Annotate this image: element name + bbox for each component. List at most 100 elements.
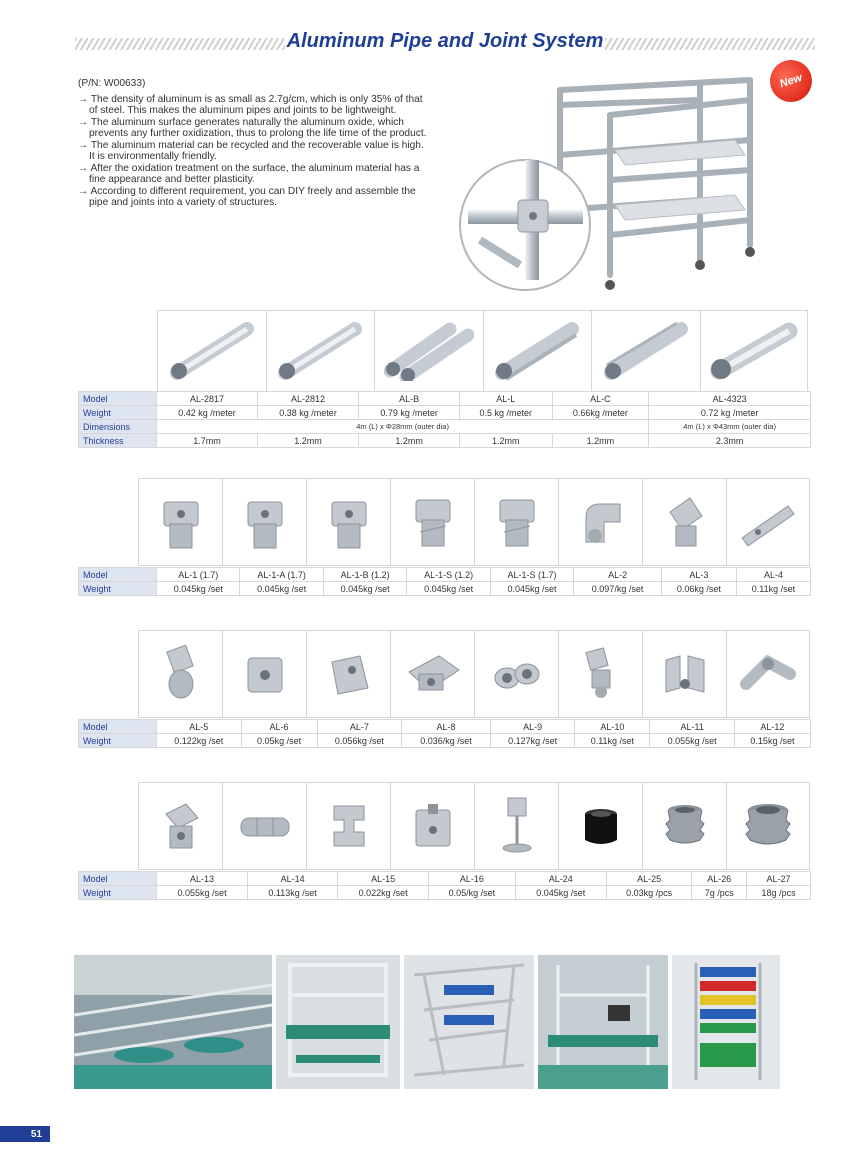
joint-weight: 0.122kg /set (156, 733, 242, 748)
joint-image (306, 630, 390, 718)
pipe-weight: 0.72 kg /meter (648, 405, 811, 420)
table-row: Model AL-2817 AL-2812 AL-B AL-L AL-C AL-… (78, 391, 811, 406)
table-row: Weight 0.122kg /set 0.05kg /set 0.056kg … (78, 733, 812, 748)
joint-model: AL-14 (247, 871, 339, 886)
pipe-image (265, 310, 374, 392)
pipe-thickness: 1.2mm (551, 433, 650, 448)
joint-images-row-3 (138, 782, 810, 870)
joint-model: AL-12 (733, 719, 812, 734)
parts-bin-rack-photo (672, 955, 780, 1089)
joint-table-row-2: Model AL-5 AL-6 AL-7 AL-8 AL-9 AL-10 AL-… (78, 719, 812, 748)
intro-bullet: → The density of aluminum is as small as… (78, 93, 423, 117)
joint-image (558, 630, 642, 718)
row-label: Weight (78, 733, 157, 748)
row-label: Model (78, 871, 157, 886)
pipe-image (157, 310, 266, 392)
pipe-weight: 0.42 kg /meter (155, 405, 259, 420)
joint-images-row-2 (138, 630, 810, 718)
table-row: Weight 0.045kg /set 0.045kg /set 0.045kg… (78, 581, 812, 596)
joint-weight: 0.113kg /set (247, 885, 339, 900)
joint-image (138, 782, 222, 870)
joint-image (642, 630, 726, 718)
joint-weight: 0.045kg /set (155, 581, 241, 596)
joint-image (474, 782, 558, 870)
table-row: Dimensions 4m (L) x Φ28mm (outer dia) 4m… (78, 419, 811, 434)
joint-image (390, 630, 474, 718)
row-label: Model (78, 567, 157, 582)
joint-weight: 0.055kg /set (649, 733, 735, 748)
joint-model: AL-11 (649, 719, 735, 734)
joint-model: AL-24 (514, 871, 607, 886)
workstation-photo (538, 955, 668, 1089)
joint-image (138, 478, 222, 566)
pipe-model: AL-C (551, 391, 650, 406)
intro-bullet: → The aluminum surface generates natural… (78, 116, 427, 140)
joint-images-row-1 (138, 478, 810, 566)
pipe-image (591, 310, 700, 392)
joint-model: AL-9 (489, 719, 576, 734)
intro-bullet: → According to different requirement, yo… (78, 185, 416, 209)
joint-image (306, 478, 390, 566)
pipe-image (699, 310, 808, 392)
row-label: Thickness (78, 433, 157, 448)
joint-weight: 0.045kg /set (322, 581, 408, 596)
row-label: Weight (78, 405, 157, 420)
joint-model: AL-6 (240, 719, 318, 734)
pipe-model: AL-4323 (648, 391, 811, 406)
joint-model: AL-5 (156, 719, 242, 734)
joint-model: AL-1 (1.7) (155, 567, 241, 582)
page-number: 51 (0, 1126, 50, 1142)
joint-weight: 0.045kg /set (489, 581, 575, 596)
joint-weight: 0.055kg /set (155, 885, 249, 900)
joint-model: AL-10 (574, 719, 651, 734)
pipe-thickness: 1.2mm (459, 433, 553, 448)
workbench-photo (276, 955, 400, 1089)
joint-weight: 0.11kg /set (574, 733, 651, 748)
joint-image (306, 782, 390, 870)
joint-image (726, 630, 810, 718)
pipe-weight: 0.38 kg /meter (257, 405, 360, 420)
page-header: Aluminum Pipe and Joint System (75, 28, 815, 60)
joint-model: AL-1-A (1.7) (239, 567, 324, 582)
joint-weight: 0.05kg /set (240, 733, 318, 748)
row-label: Weight (78, 885, 157, 900)
joint-weight: 0.097/kg /set (573, 581, 662, 596)
pipe-dimensions: 4m (L) x Φ43mm (outer dia) (648, 419, 811, 434)
intro-bullet: → After the oxidation treatment on the s… (78, 162, 420, 186)
pipe-weight: 0.5 kg /meter (459, 405, 553, 420)
row-label: Model (78, 719, 157, 734)
joint-model: AL-16 (428, 871, 516, 886)
joint-weight: 0.036/kg /set (401, 733, 491, 748)
joint-image (222, 478, 306, 566)
joint-model: AL-15 (337, 871, 430, 886)
joint-image (474, 630, 558, 718)
joint-weight: 0.022kg /set (337, 885, 430, 900)
joint-image (558, 782, 642, 870)
joint-model: AL-3 (660, 567, 737, 582)
joint-model: AL-8 (401, 719, 491, 734)
joint-model: AL-26 (691, 871, 748, 886)
joint-image (726, 478, 810, 566)
part-number: (P/N: W00633) (78, 78, 146, 89)
pipe-weight: 0.66kg /meter (551, 405, 650, 420)
joint-model: AL-13 (155, 871, 249, 886)
row-label: Dimensions (78, 419, 157, 434)
joint-weight: 0.11kg /set (735, 581, 812, 596)
joint-weight: 0.045kg /set (239, 581, 324, 596)
row-label: Model (78, 391, 157, 406)
joint-weight: 0.03kg /pcs (605, 885, 693, 900)
pipe-image (374, 310, 483, 392)
table-row: Weight 0.055kg /set 0.113kg /set 0.022kg… (78, 885, 811, 900)
application-photos (74, 955, 780, 1089)
joint-weight: 7g /pcs (691, 885, 748, 900)
pipe-model: AL-B (358, 391, 461, 406)
joint-model: AL-4 (735, 567, 812, 582)
pipe-thickness: 1.2mm (257, 433, 360, 448)
joint-model: AL-27 (746, 871, 811, 886)
joint-image (138, 630, 222, 718)
header-hatch-left (75, 38, 285, 50)
table-row: Weight 0.42 kg /meter 0.38 kg /meter 0.7… (78, 405, 811, 420)
pipe-model: AL-L (459, 391, 553, 406)
joint-weight: 0.045kg /set (514, 885, 607, 900)
joint-model: AL-1-B (1.2) (322, 567, 408, 582)
